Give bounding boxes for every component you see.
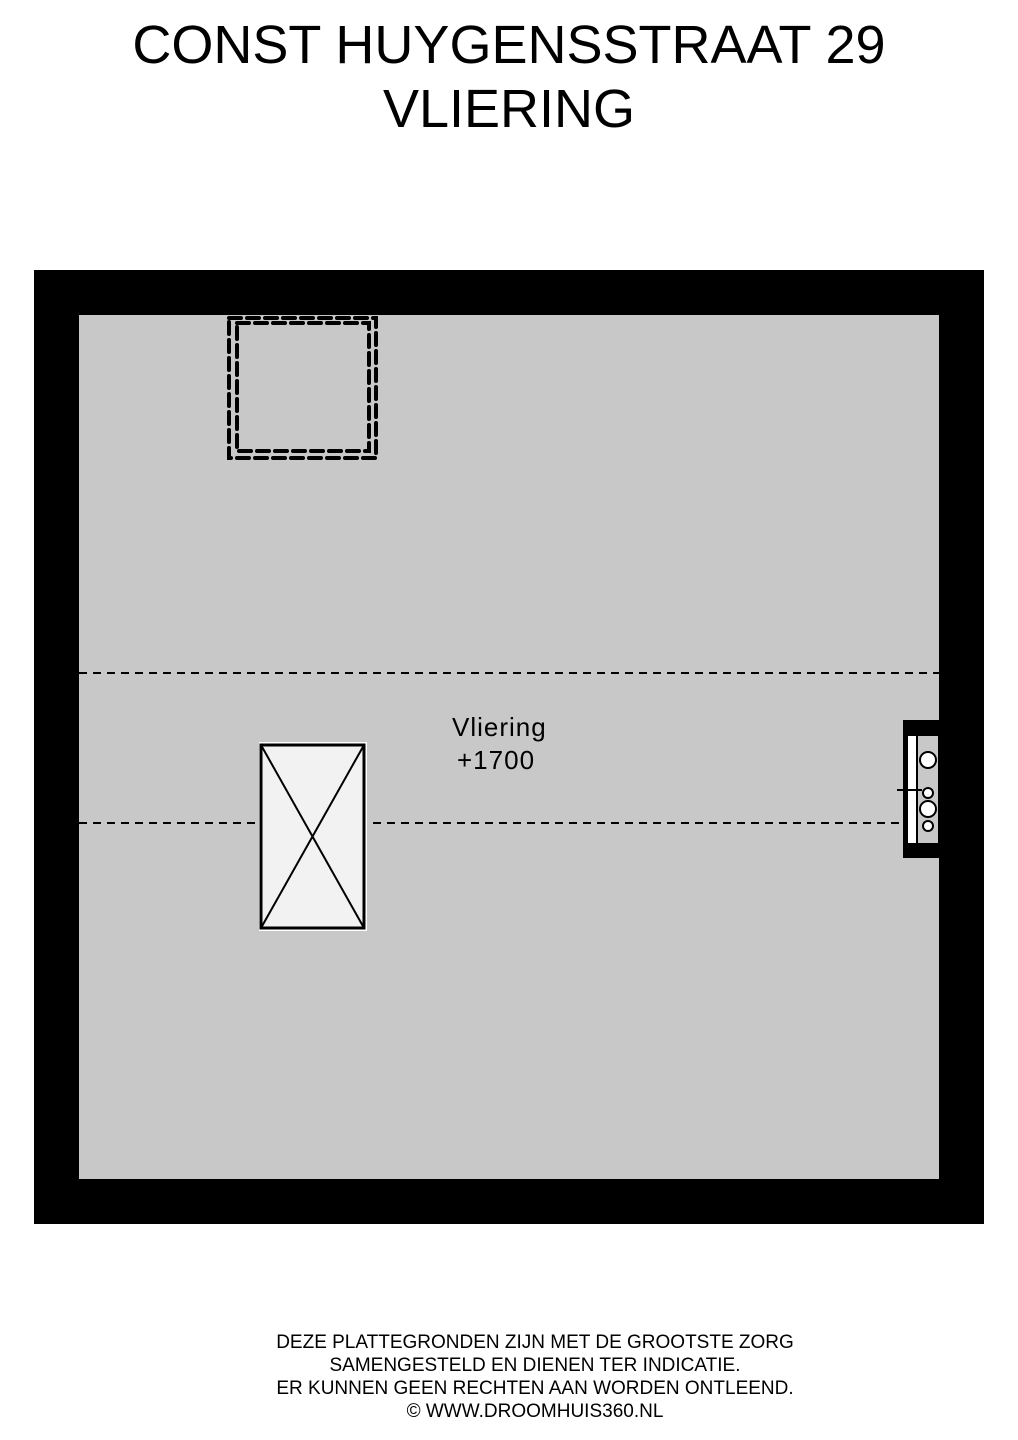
disclaimer: DEZE PLATTEGRONDEN ZIJN MET DE GROOTSTE … (0, 1331, 1018, 1423)
disclaimer-line: ER KUNNEN GEEN RECHTEN AAN WORDEN ONTLEE… (276, 1378, 794, 1399)
address-title: CONST HUYGENSSTRAAT 29 (132, 15, 886, 75)
floor-title: VLIERING (382, 79, 636, 139)
roof-slope-lines (79, 672, 939, 824)
floor-area (79, 315, 939, 1179)
hatch-outline (227, 316, 378, 460)
room-label: Vliering (452, 712, 547, 742)
room-level: +1700 (457, 745, 536, 775)
disclaimer-line: DEZE PLATTEGRONDEN ZIJN MET DE GROOTSTE … (276, 1332, 794, 1353)
skylight (259, 742, 367, 931)
wall-fixture (897, 720, 940, 858)
disclaimer-line: SAMENGESTELD EN DIENEN TER INDICATIE. (329, 1355, 741, 1376)
copyright-line: © WWW.DROOMHUIS360.NL (406, 1401, 664, 1422)
